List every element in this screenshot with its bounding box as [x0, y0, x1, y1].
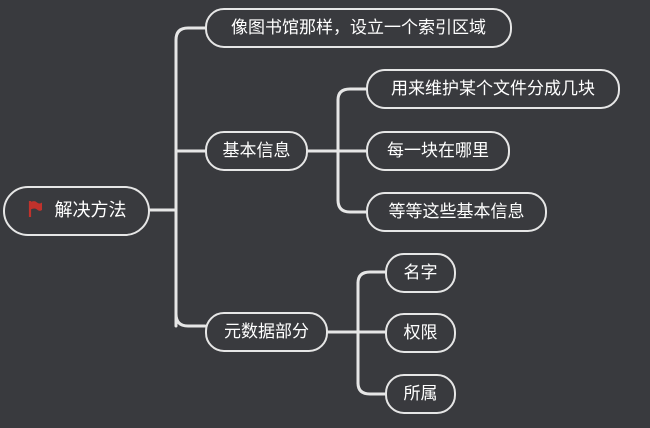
connector-branch-metadata: [174, 312, 207, 328]
branch-label: 基本信息: [222, 140, 291, 161]
leaf-node[interactable]: 用来维护某个文件分成几块: [366, 69, 620, 109]
leaf-node[interactable]: 权限: [385, 313, 456, 353]
leaf-label: 每一块在哪里: [387, 140, 489, 161]
branch-node-basic-info[interactable]: 基本信息: [205, 131, 308, 171]
leaf-label: 名字: [403, 262, 438, 283]
connector-metadata-child-3: [356, 381, 387, 396]
connector-basic-info-child-1: [336, 87, 368, 102]
connector-metadata-child-1: [356, 270, 387, 285]
leaf-label: 用来维护某个文件分成几块: [391, 78, 595, 99]
branch-label: 元数据部分: [224, 321, 309, 342]
root-label: 解决方法: [54, 200, 127, 221]
leaf-node[interactable]: 等等这些基本信息: [366, 192, 547, 232]
branch-node-metadata[interactable]: 元数据部分: [205, 312, 328, 352]
branch-node-index-area[interactable]: 像图书馆那样，设立一个索引区域: [205, 8, 512, 48]
leaf-label: 等等这些基本信息: [388, 201, 525, 222]
leaf-label: 所属: [403, 383, 438, 404]
connector-branch-index: [174, 26, 207, 42]
connector-basic-info-child-3: [336, 198, 368, 214]
red-flag-icon: [27, 200, 43, 222]
leaf-node[interactable]: 每一块在哪里: [366, 131, 510, 171]
leaf-node[interactable]: 所属: [385, 374, 456, 414]
branch-label: 像图书馆那样，设立一个索引区域: [231, 17, 486, 38]
leaf-node[interactable]: 名字: [385, 253, 456, 293]
leaf-label: 权限: [403, 322, 438, 343]
root-node[interactable]: 解决方法: [3, 186, 150, 236]
